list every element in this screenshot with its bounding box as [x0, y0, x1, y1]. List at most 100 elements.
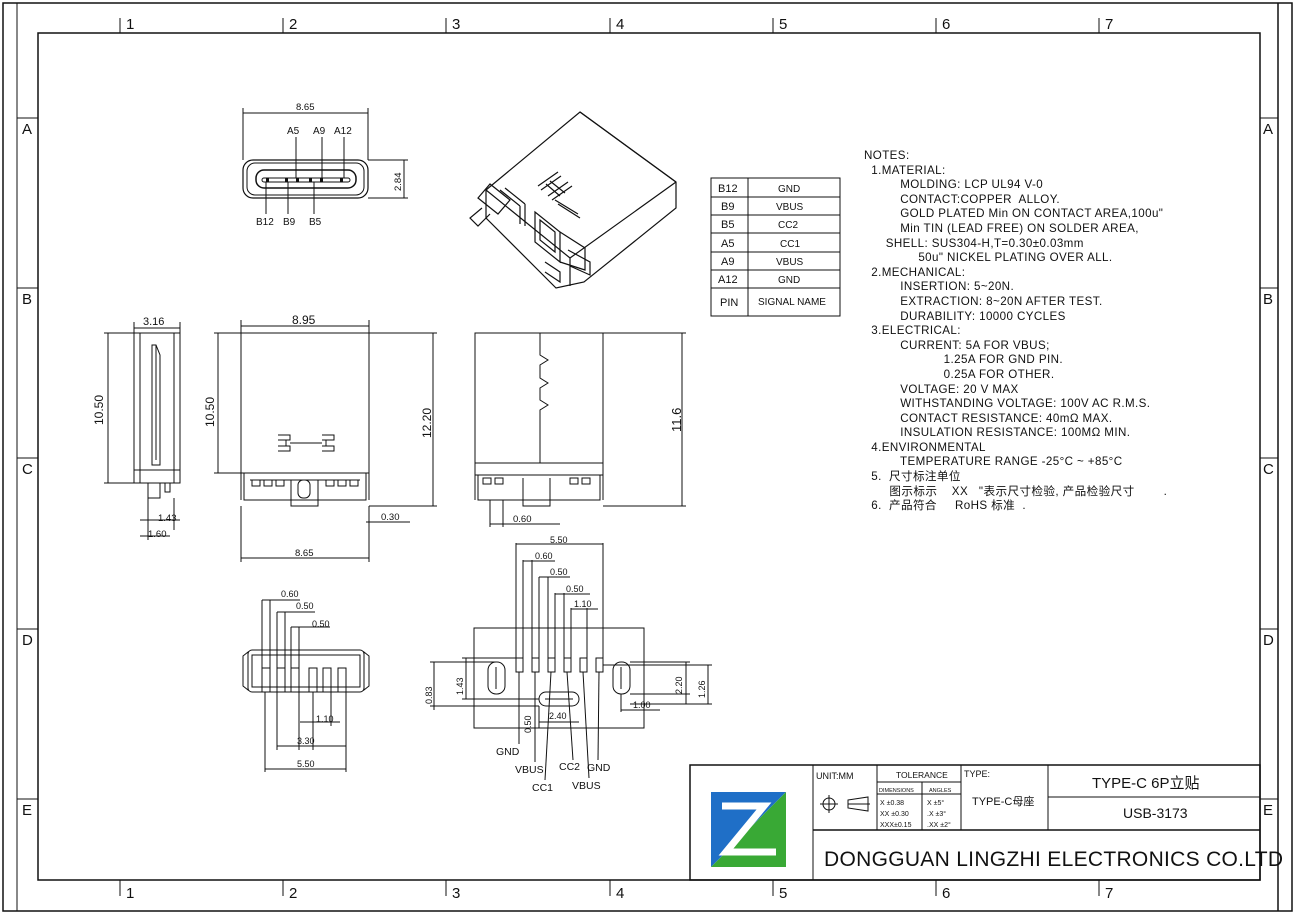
svg-text:0.60: 0.60	[281, 589, 299, 599]
note-line: GOLD PLATED Min ON CONTACT AREA,100u"	[864, 207, 1164, 221]
svg-text:USB-3173: USB-3173	[1123, 805, 1188, 821]
svg-text:0.50: 0.50	[312, 619, 330, 629]
svg-text:2.40: 2.40	[549, 711, 567, 721]
svg-text:1.43: 1.43	[455, 677, 465, 695]
svg-text:X ±5°: X ±5°	[927, 799, 944, 807]
svg-text:0.30: 0.30	[381, 512, 400, 523]
svg-text:XXX±0.15: XXX±0.15	[880, 822, 912, 829]
svg-text:1.60: 1.60	[148, 529, 167, 540]
svg-text:1.10: 1.10	[316, 714, 334, 724]
svg-text:0.50: 0.50	[296, 601, 314, 611]
svg-text:2: 2	[289, 16, 297, 33]
svg-text:1: 1	[126, 885, 134, 902]
svg-text:GND: GND	[778, 275, 800, 286]
svg-text:1.43: 1.43	[158, 513, 177, 524]
svg-text:CC1: CC1	[532, 782, 553, 794]
svg-text:0.50: 0.50	[523, 715, 533, 733]
bottom-view: 0.60 0.50 0.50 1.10 3.30 5.50	[242, 589, 370, 772]
note-line: 1.MATERIAL:	[864, 163, 946, 177]
svg-text:4: 4	[616, 885, 624, 902]
svg-text:UNIT:MM: UNIT:MM	[816, 771, 854, 781]
svg-text:1: 1	[126, 16, 134, 33]
title-block: UNIT:MM TOLERANCE DIMENSIONS ANGLES X ±0…	[689, 764, 1283, 881]
svg-text:B: B	[1263, 291, 1273, 308]
note-line: 6. 产品符合 RoHS 标准 .	[864, 499, 1027, 513]
svg-text:10.50: 10.50	[92, 395, 106, 425]
svg-text:VBUS: VBUS	[776, 202, 804, 213]
svg-text:GND: GND	[587, 762, 611, 774]
note-line: 0.25A FOR OTHER.	[864, 367, 1055, 381]
svg-text:C: C	[22, 461, 33, 478]
isometric-view	[469, 111, 677, 289]
svg-text:6: 6	[942, 16, 950, 33]
note-line: 50u" NICKEL PLATING OVER ALL.	[864, 251, 1113, 265]
svg-text:5.50: 5.50	[550, 535, 568, 545]
svg-text:3: 3	[452, 885, 460, 902]
note-line: EXTRACTION: 8~20N AFTER TEST.	[864, 294, 1103, 308]
note-line: 5. 尺寸标注单位	[864, 470, 961, 484]
svg-text:DONGGUAN LINGZHI ELECTRONICS C: DONGGUAN LINGZHI ELECTRONICS CO.LTD	[824, 848, 1283, 871]
company-logo	[711, 792, 786, 867]
svg-text:2: 2	[289, 885, 297, 902]
svg-text:VBUS: VBUS	[776, 257, 804, 268]
svg-text:B12: B12	[718, 183, 738, 195]
back-view: 11.6 0.60	[474, 332, 686, 527]
svg-text:B5: B5	[721, 219, 734, 231]
svg-text:GND: GND	[778, 184, 800, 195]
svg-text:3.30: 3.30	[297, 736, 315, 746]
note-line: 1.25A FOR GND PIN.	[864, 353, 1063, 367]
note-line: WITHSTANDING VOLTAGE: 100V AC R.M.S.	[864, 397, 1151, 411]
svg-text:0.60: 0.60	[513, 514, 532, 525]
side-view: 3.16 10.50 1.43 1.60	[92, 316, 181, 540]
svg-text:B: B	[22, 291, 32, 308]
note-line: MOLDING: LCP UL94 V-0	[864, 178, 1044, 192]
row-markers: AB CD E AB CD E	[17, 117, 1278, 819]
svg-text:DIMENSIONS: DIMENSIONS	[879, 788, 914, 794]
svg-text:10.50: 10.50	[203, 397, 217, 427]
svg-text:A: A	[22, 121, 32, 138]
svg-text:A5: A5	[721, 238, 734, 250]
svg-text:SIGNAL NAME: SIGNAL NAME	[758, 297, 826, 308]
svg-text:A12: A12	[718, 274, 738, 286]
note-line: 3.ELECTRICAL:	[864, 324, 961, 338]
svg-text:0.60: 0.60	[535, 551, 553, 561]
svg-text:PIN: PIN	[720, 297, 738, 309]
svg-text:A5: A5	[287, 126, 300, 137]
svg-text:B9: B9	[283, 217, 296, 228]
svg-text:5: 5	[779, 885, 787, 902]
svg-text:3: 3	[452, 16, 460, 33]
svg-text:.XX ±2°: .XX ±2°	[927, 821, 951, 829]
svg-text:6: 6	[942, 885, 950, 902]
inner-frame	[37, 32, 1261, 881]
svg-text:VBUS: VBUS	[572, 780, 601, 792]
note-line: Min TIN (LEAD FREE) ON SOLDER AREA,	[864, 221, 1139, 235]
note-line: VOLTAGE: 20 V MAX	[864, 382, 1019, 396]
svg-text:CC2: CC2	[778, 220, 798, 231]
svg-text:C: C	[1263, 461, 1274, 478]
svg-text:TYPE-C 6P立贴: TYPE-C 6P立贴	[1092, 775, 1200, 792]
notes-panel: NOTES: 1.MATERIAL: MOLDING: LCP UL94 V-0…	[864, 149, 1167, 514]
note-line: INSULATION RESISTANCE: 100MΩ MIN.	[864, 426, 1131, 440]
svg-text:2.20: 2.20	[674, 676, 684, 694]
svg-text:D: D	[1263, 632, 1274, 649]
svg-text:A: A	[1263, 121, 1273, 138]
pcb-footprint: 5.50 0.60 0.50 0.50 1.10 0.83 1.43 2.20 …	[424, 535, 712, 794]
svg-text:7: 7	[1105, 16, 1113, 33]
note-line: DURABILITY: 10000 CYCLES	[864, 309, 1066, 323]
svg-text:A9: A9	[313, 126, 326, 137]
note-line: 4.ENVIRONMENTAL	[864, 440, 986, 454]
svg-text:GND: GND	[496, 746, 520, 758]
svg-text:TOLERANCE: TOLERANCE	[896, 770, 948, 780]
svg-text:5.50: 5.50	[297, 759, 315, 769]
svg-text:.X ±3°: .X ±3°	[927, 810, 946, 818]
note-line: TEMPERATURE RANGE -25°C ~ +85°C	[864, 455, 1123, 469]
svg-text:1.10: 1.10	[574, 599, 592, 609]
note-line: 2.MECHANICAL:	[864, 265, 966, 279]
svg-text:4: 4	[616, 16, 624, 33]
note-line: CONTACT:COPPER ALLOY.	[864, 192, 1060, 206]
svg-text:1.26: 1.26	[697, 680, 707, 698]
note-line: 图示标示 XX "表示尺寸检验, 产品检验尺寸 .	[864, 484, 1168, 498]
